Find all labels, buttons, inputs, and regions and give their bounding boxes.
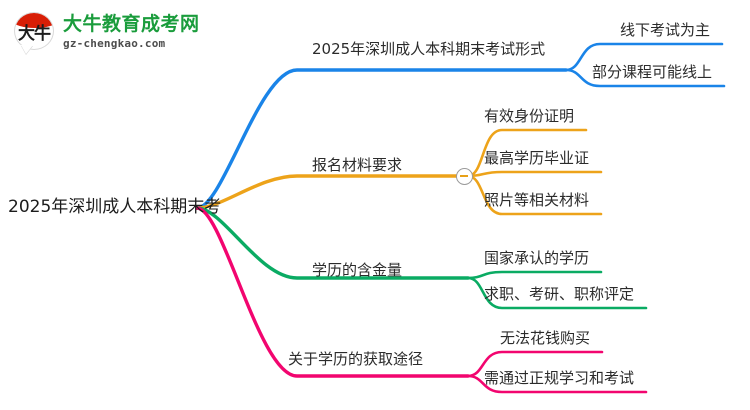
root-node-label[interactable]: 2025年深圳成人本科期末考 xyxy=(8,197,222,217)
branch-node-label[interactable]: 关于学历的获取途径 xyxy=(288,350,424,368)
connector-line xyxy=(466,170,603,178)
sub-node-label[interactable]: 求职、考研、职称评定 xyxy=(484,285,635,303)
sub-node-label[interactable]: 照片等相关材料 xyxy=(484,191,590,209)
connector-line xyxy=(466,276,648,310)
logo-text-block: 大牛教育成考网 gz-chengkao.com xyxy=(63,13,200,50)
connector-line xyxy=(466,270,603,280)
connector-line xyxy=(564,68,726,88)
connector-line xyxy=(195,174,470,210)
sub-node-label[interactable]: 无法花钱购买 xyxy=(500,329,591,347)
sub-node-label[interactable]: 需通过正规学习和考试 xyxy=(484,369,635,387)
branch-node-label[interactable]: 2025年深圳成人本科期末考试形式 xyxy=(312,40,546,58)
connector-line xyxy=(466,350,604,378)
sub-node-label[interactable]: 线下考试为主 xyxy=(620,21,711,39)
sub-node-label[interactable]: 有效身份证明 xyxy=(484,107,575,125)
connector-line xyxy=(195,206,470,378)
logo-url: gz-chengkao.com xyxy=(63,37,166,50)
branch-node-label[interactable]: 学历的含金量 xyxy=(312,261,403,279)
sub-node-label[interactable]: 最高学历毕业证 xyxy=(484,149,590,167)
branch-node-label[interactable]: 报名材料要求 xyxy=(312,156,403,174)
logo-title: 大牛教育成考网 xyxy=(63,13,200,35)
connector-line xyxy=(466,374,648,394)
sub-node-label[interactable]: 国家承认的学历 xyxy=(484,249,590,267)
sub-node-label[interactable]: 部分课程可能线上 xyxy=(592,63,713,81)
connector-line xyxy=(195,68,568,210)
logo-mark-text: 大牛 xyxy=(18,23,51,44)
site-logo[interactable]: 大牛 大牛教育成考网 gz-chengkao.com xyxy=(14,10,214,54)
connector-line xyxy=(195,206,470,280)
collapse-toggle-minus-icon[interactable] xyxy=(456,168,473,185)
logo-mark-icon: 大牛 xyxy=(14,11,56,54)
connector-line xyxy=(564,42,724,72)
